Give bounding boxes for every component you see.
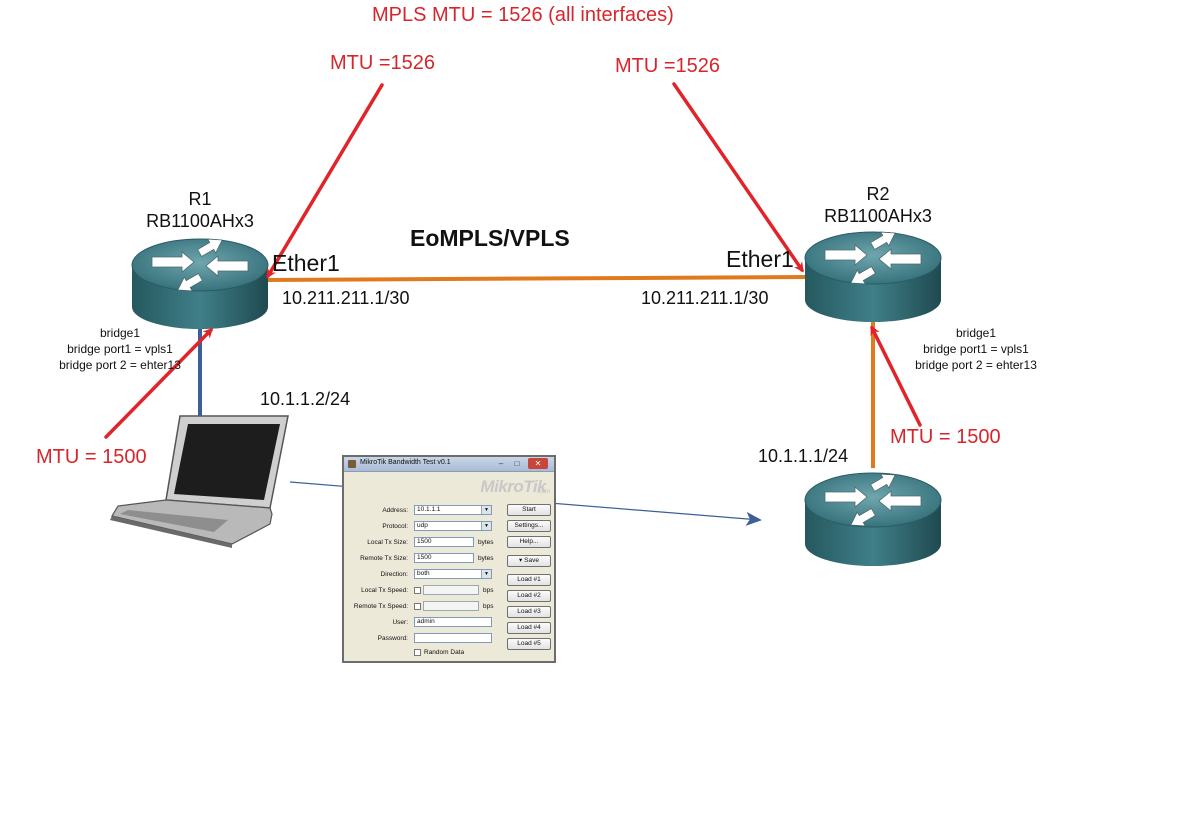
help-button[interactable]: Help... xyxy=(507,536,551,548)
address-label: Address: xyxy=(382,507,408,514)
link-label: EoMPLS/VPLS xyxy=(410,225,570,251)
r2-bridge-info: bridge1 bridge port1 = vpls1 bridge port… xyxy=(896,325,1056,373)
load-4-button[interactable]: Load #4 xyxy=(507,622,551,634)
chevron-down-icon[interactable]: ▼ xyxy=(481,506,491,514)
mtu-label-r2-lan: MTU = 1500 xyxy=(890,426,1001,448)
r1-ip: 10.211.211.1/30 xyxy=(282,288,410,308)
address-combo[interactable]: 10.1.1.1 ▼ xyxy=(414,505,492,515)
local-tx-size-label: Local Tx Size: xyxy=(367,539,408,546)
r1-name: R1 xyxy=(188,189,212,209)
mtu-label-r1-wan: MTU =1526 xyxy=(330,52,436,74)
load-2-button[interactable]: Load #2 xyxy=(507,590,551,602)
close-icon[interactable]: ✕ xyxy=(528,458,548,469)
r2-ip: 10.211.211.1/30 xyxy=(641,288,769,308)
chevron-down-icon[interactable]: ▼ xyxy=(481,522,491,530)
direction-select[interactable]: both ▼ xyxy=(414,569,492,579)
load-1-button[interactable]: Load #1 xyxy=(507,574,551,586)
protocol-select[interactable]: udp ▼ xyxy=(414,521,492,531)
logo-suffix: .com xyxy=(536,489,550,495)
protocol-label: Protocol: xyxy=(382,523,408,530)
laptop-ip: 10.1.1.2/24 xyxy=(260,389,351,409)
window-titlebar[interactable]: MikroTik Bandwidth Test v0.1 – □ ✕ xyxy=(344,457,554,472)
logo-text: MikroTik xyxy=(480,477,546,496)
settings-button[interactable]: Settings... xyxy=(507,520,551,532)
remote-tx-speed-checkbox[interactable] xyxy=(414,603,421,610)
bandwidth-test-window: MikroTik Bandwidth Test v0.1 – □ ✕ Mikro… xyxy=(342,455,556,663)
protocol-value: udp xyxy=(417,522,428,529)
direction-value: both xyxy=(417,570,430,577)
local-tx-speed-unit: bps xyxy=(483,587,494,594)
mikrotik-logo: MikroTik xyxy=(480,477,546,497)
mtu-arrow-r2-wan xyxy=(672,82,804,273)
address-value: 10.1.1.1 xyxy=(417,506,441,513)
remote-tx-speed-slider[interactable] xyxy=(423,601,479,611)
local-tx-speed-label: Local Tx Speed: xyxy=(361,587,408,594)
maximize-icon[interactable]: □ xyxy=(514,459,520,468)
laptop-icon xyxy=(110,415,289,548)
user-label: User: xyxy=(392,619,408,626)
random-data-checkbox[interactable] xyxy=(414,649,421,656)
remote-tx-speed-label: Remote Tx Speed: xyxy=(353,603,408,610)
local-tx-size-unit: bytes xyxy=(478,539,494,546)
app-icon xyxy=(348,460,356,468)
random-data-label: Random Data xyxy=(424,649,465,656)
password-field[interactable] xyxy=(414,633,492,643)
r1-title: R1 RB1100AHx3 xyxy=(140,188,260,232)
vpls-link xyxy=(264,275,811,282)
r2-interface: Ether1 xyxy=(726,246,794,272)
window-title: MikroTik Bandwidth Test v0.1 xyxy=(360,459,451,466)
mtu-arrow-r2-lan xyxy=(870,325,922,427)
remote-tx-size-value: 1500 xyxy=(417,554,432,561)
password-label: Password: xyxy=(377,635,408,642)
mtu-arrow-r1-wan xyxy=(266,83,384,279)
router-lan-ip: 10.1.1.1/24 xyxy=(758,446,849,466)
router-r2-icon xyxy=(804,231,942,322)
mpls-mtu-note: MPLS MTU = 1526 (all interfaces) xyxy=(372,4,674,26)
mtu-label-r2-wan: MTU =1526 xyxy=(615,55,721,77)
load-5-button[interactable]: Load #5 xyxy=(507,638,551,650)
r2-bridge-line: bridge1 xyxy=(955,326,997,340)
mtu-label-r1-lan: MTU = 1500 xyxy=(36,446,147,468)
chevron-down-icon[interactable]: ▼ xyxy=(481,570,491,578)
r2-bridge-line: bridge port 2 = ehter13 xyxy=(915,358,1037,372)
local-tx-size-value: 1500 xyxy=(417,538,432,545)
r1-interface: Ether1 xyxy=(272,250,340,276)
r1-bridge-line: bridge port 2 = ehter13 xyxy=(59,358,181,372)
remote-tx-size-field[interactable]: 1500 xyxy=(414,553,474,563)
r2-bridge-line: bridge port1 = vpls1 xyxy=(923,342,1029,356)
r1-bridge-line: bridge port1 = vpls1 xyxy=(67,342,173,356)
router-r1-icon xyxy=(131,238,269,329)
direction-label: Direction: xyxy=(380,571,408,578)
r2-title: R2 RB1100AHx3 xyxy=(818,183,938,227)
mtu-arrow-r1-lan xyxy=(104,327,214,439)
local-tx-size-field[interactable]: 1500 xyxy=(414,537,474,547)
router-lan-icon xyxy=(804,472,942,566)
r2-name: R2 xyxy=(866,184,890,204)
user-field[interactable]: admin xyxy=(414,617,492,627)
r2-model: RB1100AHx3 xyxy=(824,206,932,226)
r1-bridge-info: bridge1 bridge port1 = vpls1 bridge port… xyxy=(40,325,200,373)
remote-tx-size-unit: bytes xyxy=(478,555,494,562)
remote-tx-size-label: Remote Tx Size: xyxy=(360,555,408,562)
r1-model: RB1100AHx3 xyxy=(146,211,254,231)
local-tx-speed-checkbox[interactable] xyxy=(414,587,421,594)
local-tx-speed-slider[interactable] xyxy=(423,585,479,595)
user-value: admin xyxy=(417,618,435,625)
remote-tx-speed-unit: bps xyxy=(483,603,494,610)
start-button[interactable]: Start xyxy=(507,504,551,516)
minimize-icon[interactable]: – xyxy=(498,459,504,468)
load-3-button[interactable]: Load #3 xyxy=(507,606,551,618)
r1-bridge-line: bridge1 xyxy=(99,326,141,340)
save-button[interactable]: ▾ Save xyxy=(507,555,551,567)
